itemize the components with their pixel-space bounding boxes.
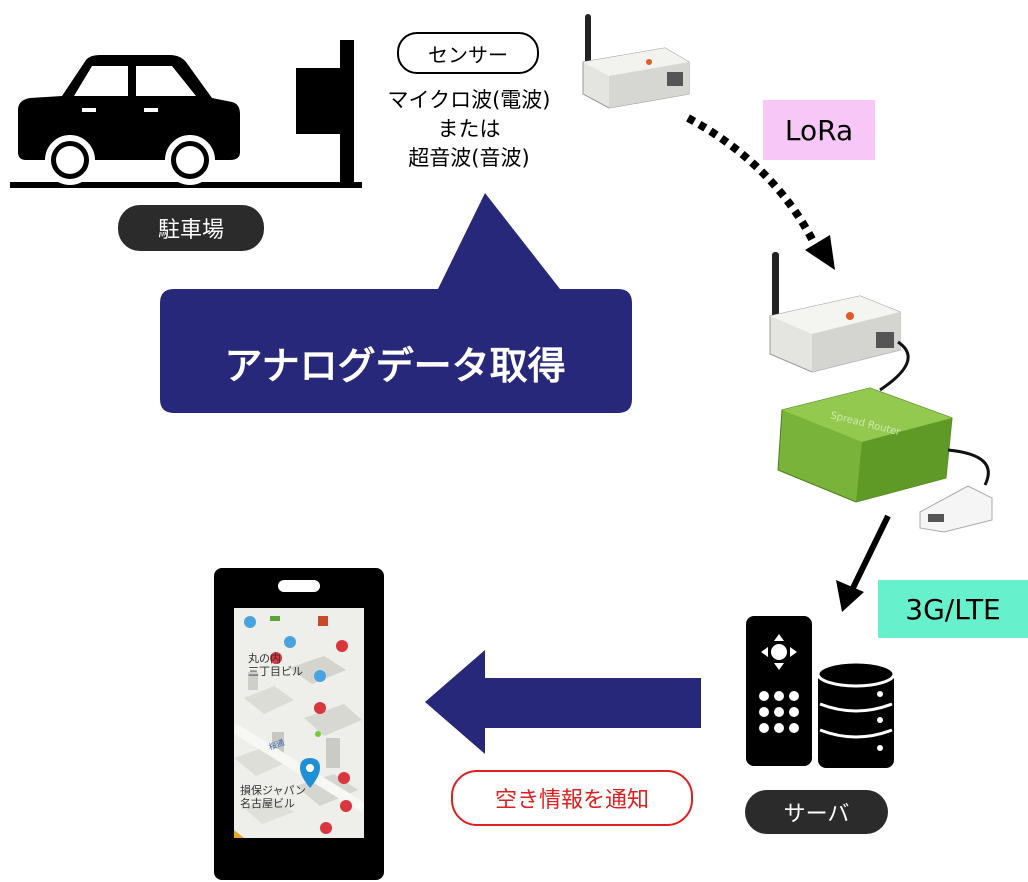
callout-text: アナログデータ取得 bbox=[224, 343, 566, 388]
phone-map-screen[interactable]: 桜通 丸の内 三丁目ビル 損保ジャパン 名古屋ビル bbox=[234, 608, 364, 838]
map-label-b: 損保ジャパン 名古屋ビル bbox=[240, 784, 306, 810]
sensor-line-3: 超音波(音波) bbox=[408, 146, 530, 170]
notify-arrow bbox=[425, 650, 701, 754]
map-label-a: 丸の内 三丁目ビル bbox=[248, 652, 303, 678]
database-icon bbox=[816, 660, 896, 768]
lte-label: 3G/LTE bbox=[878, 580, 1028, 638]
sensor-pole bbox=[340, 40, 354, 188]
lora-arrow bbox=[686, 114, 835, 270]
lora-label: LoRa bbox=[763, 100, 875, 160]
location-pin-icon bbox=[300, 758, 320, 788]
parking-label: 駐車場 bbox=[118, 205, 264, 251]
sensor-line-1: マイクロ波(電波) bbox=[387, 88, 551, 112]
lora-module-top bbox=[582, 14, 690, 109]
ground-line bbox=[10, 182, 362, 188]
car-icon bbox=[18, 55, 240, 185]
map-graphics: 桜通 bbox=[234, 616, 364, 838]
lte-arrow bbox=[836, 514, 891, 612]
sensor-box bbox=[296, 68, 340, 134]
sensor-line-2: または bbox=[437, 117, 501, 141]
notify-label: 空き情報を通知 bbox=[451, 770, 693, 826]
sensor-pill: センサー bbox=[397, 32, 539, 74]
server-label: サーバ bbox=[745, 790, 888, 834]
parking-scene bbox=[10, 40, 362, 188]
sensor-description: マイクロ波(電波) または 超音波(音波) bbox=[376, 86, 562, 173]
smartphone: 桜通 丸の内 三丁目ビル 損保ジャパン 名古屋ビル bbox=[214, 568, 384, 880]
phone-speaker bbox=[278, 580, 320, 592]
antenna-icon bbox=[772, 252, 779, 322]
server-icon bbox=[746, 616, 896, 768]
callout-bubble bbox=[160, 193, 632, 413]
gateway-router: Spread Router bbox=[769, 252, 993, 533]
antenna-icon bbox=[585, 14, 591, 66]
